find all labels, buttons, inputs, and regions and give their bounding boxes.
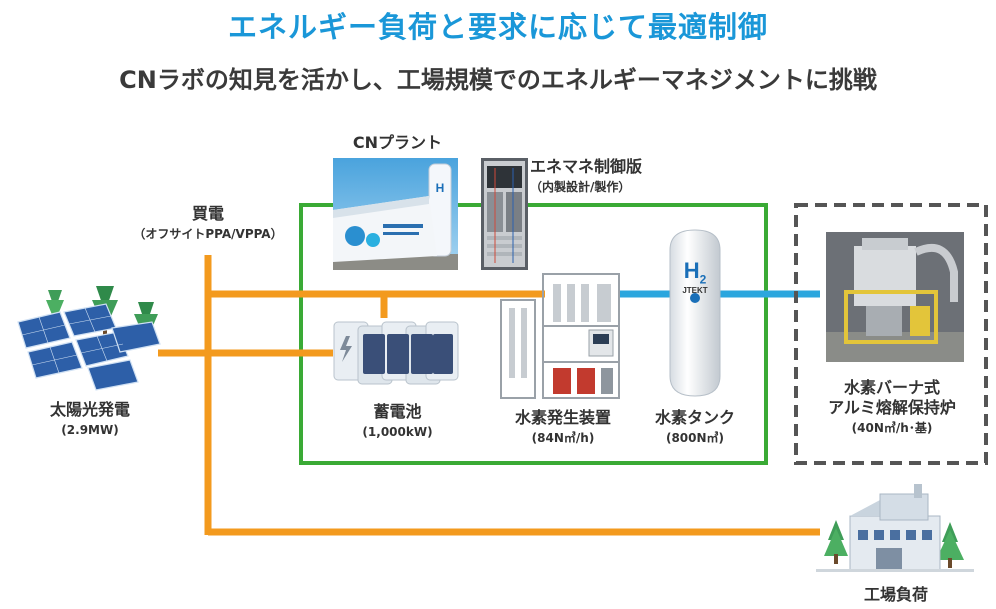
solar-subtitle: (2.9MW) (61, 423, 119, 437)
furnace-title-line1: 水素バーナ式 (843, 378, 940, 397)
hydrogen-generator-image (500, 273, 620, 399)
buy-power-title: 買電 (191, 204, 224, 223)
solar-label: 太陽光発電 (2.9MW) (20, 400, 160, 438)
cn-plant-label: CNプラント (335, 133, 460, 153)
tank-title: 水素タンク (654, 408, 735, 427)
tank-label: 水素タンク (800N㎥) (635, 408, 755, 446)
battery-subtitle: (1,000kW) (362, 425, 433, 439)
buy-power-subtitle: （オフサイトPPA/VPPA） (133, 227, 283, 241)
cn-plant-title: CNプラント (352, 133, 443, 152)
cn-plant-image: H (333, 158, 458, 270)
furnace-image (826, 232, 964, 362)
furnace-dashed-border (794, 203, 988, 465)
factory-label: 工場負荷 (836, 585, 956, 605)
tank-brand-text: JTEKT (682, 286, 708, 295)
furnace-label: 水素バーナ式 アルミ熔解保持炉 (40N㎥/h･基) (800, 378, 984, 436)
electrolyzer-subtitle: (84N㎥/h) (531, 431, 595, 445)
tank-h2-text: H2 (668, 258, 722, 286)
page-subtitle: CNラボの知見を活かし、工場規模でのエネルギーマネジメントに挑戦 (119, 66, 877, 94)
solar-panel-icon (17, 286, 161, 391)
buy-power-label: 買電 （オフサイトPPA/VPPA） (118, 204, 298, 242)
tank-body-shape (669, 229, 721, 397)
svg-text:H: H (436, 181, 445, 195)
tank-h2-subscript: 2 (699, 272, 707, 287)
control-boundary (299, 203, 768, 465)
page-title: エネルギー負荷と要求に応じて最適制御 (227, 10, 768, 44)
furnace-title-line2: アルミ熔解保持炉 (828, 398, 956, 417)
control-panel-label: エネマネ制御版 （内製設計/製作） (530, 157, 690, 195)
battery-label: 蓄電池 (1,000kW) (340, 402, 455, 440)
battery-icon (333, 321, 459, 385)
factory-icon (816, 484, 974, 572)
hydrogen-tank-image: H2 JTEKT (668, 228, 722, 398)
electrolyzer-title: 水素発生装置 (514, 408, 611, 427)
control-panel-title: エネマネ制御版 (530, 157, 643, 176)
solar-title: 太陽光発電 (49, 400, 130, 419)
control-panel-image (481, 158, 528, 270)
factory-title: 工場負荷 (863, 585, 928, 604)
battery-title: 蓄電池 (373, 402, 422, 421)
furnace-subtitle: (40N㎥/h･基) (851, 421, 933, 435)
electrolyzer-label: 水素発生装置 (84N㎥/h) (488, 408, 638, 446)
tank-h2-letter: H (683, 258, 700, 283)
tank-subtitle: (800N㎥) (665, 431, 725, 445)
control-panel-subtitle: （内製設計/製作） (530, 180, 631, 194)
